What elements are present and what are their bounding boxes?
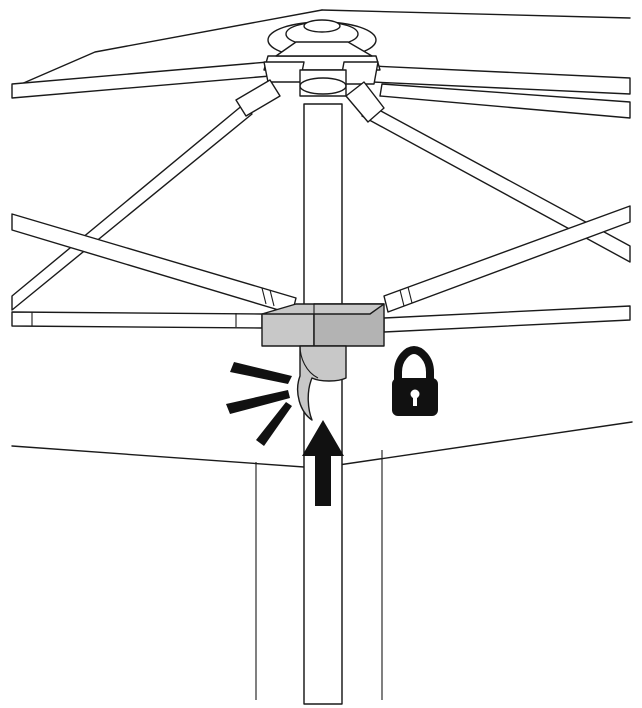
support-strut-right <box>361 103 631 263</box>
canopy <box>11 9 633 700</box>
latch-clip <box>296 345 347 421</box>
lock-icon <box>392 345 438 416</box>
runner-hub <box>261 303 385 347</box>
up-arrow-icon <box>302 420 344 506</box>
support-strut-left <box>11 103 253 311</box>
stretcher-right-lower <box>383 305 631 333</box>
top-hub <box>235 19 385 123</box>
center-pole <box>303 103 343 705</box>
upper-rib-right-back <box>371 65 631 119</box>
upper-rib-left-back <box>11 61 271 99</box>
click-burst-icon <box>226 362 292 446</box>
stretcher-left-lower <box>11 311 263 329</box>
stretcher-right-upper <box>383 205 631 313</box>
